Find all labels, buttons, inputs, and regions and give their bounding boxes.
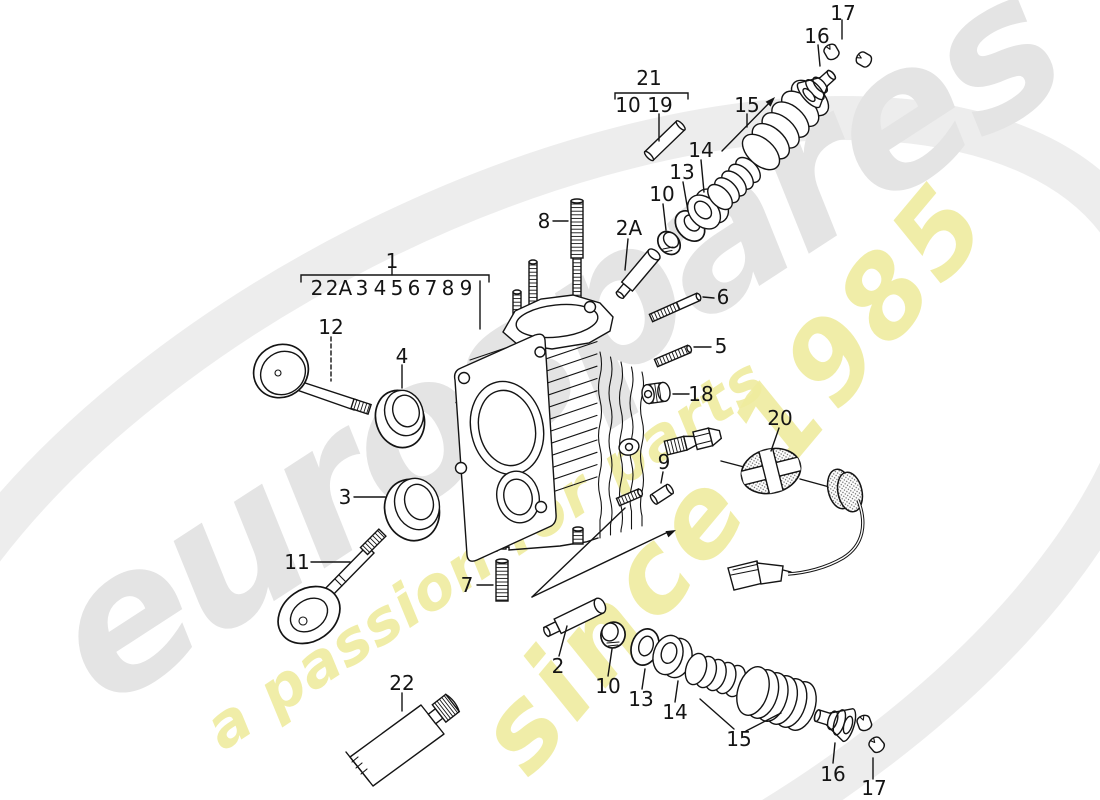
part-label-18: 18 xyxy=(688,382,713,406)
valve-drawing-11 xyxy=(277,528,387,645)
outer-valve-spring-drawing-bottom xyxy=(736,666,817,731)
bolt-hole xyxy=(454,461,468,475)
part-label-2A: 2A xyxy=(326,276,353,300)
part-label-13: 13 xyxy=(628,687,653,711)
stud-drawings xyxy=(495,198,702,602)
part-label-12: 12 xyxy=(318,315,343,339)
spring-coil xyxy=(684,652,708,686)
combustion-chamber-inner xyxy=(477,389,537,467)
dowel-drawing-9 xyxy=(649,483,674,505)
part-label-10: 10 xyxy=(615,93,640,117)
adjusting-bushing-drawing-top xyxy=(656,230,682,256)
spring-coil xyxy=(736,666,770,716)
part-label-17: 17 xyxy=(861,776,886,800)
valve-guide-drawing-2a xyxy=(615,248,661,299)
part-label-20: 20 xyxy=(767,406,792,430)
sealant-tube-drawing-22 xyxy=(345,693,461,787)
valve-keeper-drawing xyxy=(855,51,873,68)
spring-retainer-drawing-top xyxy=(796,69,837,109)
spring-seat-drawing-bottom xyxy=(652,634,693,679)
part-label-16: 16 xyxy=(804,24,829,48)
part-label-19: 19 xyxy=(647,93,672,117)
part-label-21: 21 xyxy=(636,66,661,90)
part-label-14: 14 xyxy=(688,138,713,162)
inner-valve-spring-drawing-bottom xyxy=(684,652,747,698)
part-label-16: 16 xyxy=(820,762,845,786)
leader-arrowheads xyxy=(665,97,775,538)
spring-retainer-drawing-bottom xyxy=(813,708,857,742)
spring-coil xyxy=(707,183,733,211)
valve-guide-drawing-2 xyxy=(542,597,607,638)
valve-keeper-drawing xyxy=(868,736,885,754)
part-label-4: 4 xyxy=(396,344,409,368)
valve-keeper-drawing xyxy=(823,43,840,61)
part-label-10: 10 xyxy=(595,674,620,698)
plug-boss-hole xyxy=(624,442,634,452)
cable-grommet xyxy=(836,471,864,513)
part-label-4: 4 xyxy=(374,276,387,300)
part-label-15: 15 xyxy=(726,727,751,751)
part-label-9: 9 xyxy=(658,450,671,474)
spring-seat-drawing-top xyxy=(686,188,730,230)
stud-drawing xyxy=(653,344,693,368)
fin-edge-line xyxy=(597,351,603,539)
part-label-7: 7 xyxy=(425,276,438,300)
bolt-hole xyxy=(534,346,546,358)
part-label-15: 15 xyxy=(734,93,759,117)
part-label-13: 13 xyxy=(669,160,694,184)
part-label-8: 8 xyxy=(538,209,551,233)
part-label-6: 6 xyxy=(408,276,421,300)
shim-washer-drawing-bottom xyxy=(630,628,660,666)
stud-drawing xyxy=(615,488,644,507)
pedestal-hole xyxy=(583,300,597,314)
part-label-2: 2 xyxy=(552,654,565,678)
part-label-5: 5 xyxy=(715,334,728,358)
valve-seal-drawing-3 xyxy=(383,477,441,542)
cylinder-head-drawing xyxy=(453,246,645,562)
part-label-1: 1 xyxy=(386,249,399,273)
leader-lines xyxy=(300,19,874,780)
nut-drawing-18 xyxy=(641,381,671,405)
port-inner xyxy=(503,478,533,516)
pedestal-face xyxy=(515,303,599,339)
valve-seal-drawing-4 xyxy=(374,389,426,449)
part-label-11: 11 xyxy=(284,550,309,574)
adjusting-bushing-drawing-bottom xyxy=(600,621,626,649)
part-label-3: 3 xyxy=(356,276,369,300)
part-label-7: 7 xyxy=(461,573,474,597)
part-label-2: 2 xyxy=(311,276,324,300)
part-label-3: 3 xyxy=(339,485,352,509)
valve-keeper-drawing xyxy=(856,714,873,732)
outer-valve-spring-drawing-top xyxy=(741,79,830,171)
stud-drawing xyxy=(648,292,702,323)
part-label-2A: 2A xyxy=(616,216,643,240)
part-label-22: 22 xyxy=(389,671,414,695)
part-label-14: 14 xyxy=(662,700,687,724)
valve-drawing-12 xyxy=(252,343,373,415)
cht-sensor-drawing-20 xyxy=(663,427,865,591)
part-label-8: 8 xyxy=(442,276,455,300)
fin-edge-line xyxy=(608,356,613,536)
bolt-hole xyxy=(457,371,471,385)
part-label-6: 6 xyxy=(717,285,730,309)
part-label-17: 17 xyxy=(830,1,855,25)
dowel-pin-drawing-19 xyxy=(643,120,686,162)
part-label-9: 9 xyxy=(460,276,473,300)
part-label-10: 10 xyxy=(649,182,674,206)
part-label-5: 5 xyxy=(391,276,404,300)
plug-boss xyxy=(618,438,640,456)
spring-coil xyxy=(741,133,781,171)
stud-drawing xyxy=(495,560,509,602)
bolt-hole xyxy=(534,500,548,514)
